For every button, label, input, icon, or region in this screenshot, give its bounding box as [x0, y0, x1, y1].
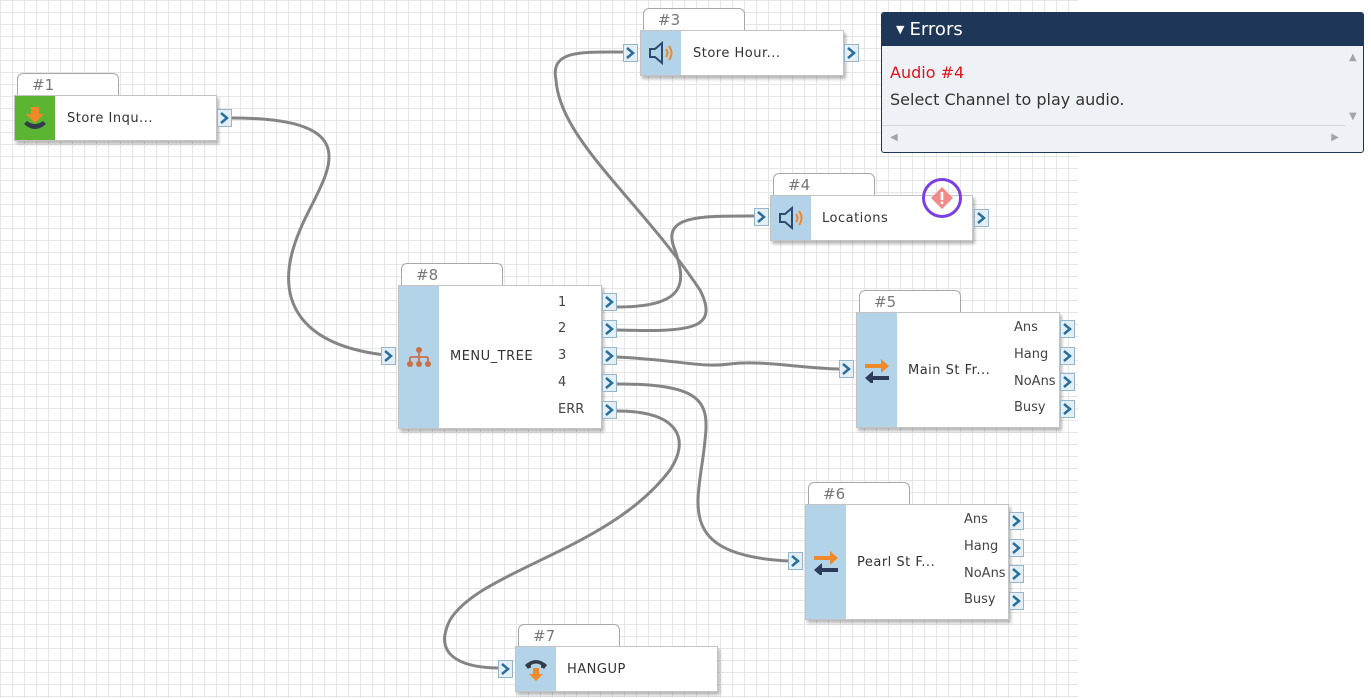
- node-6-output-port-noans[interactable]: [1009, 565, 1024, 583]
- node-6-output-port-hang[interactable]: [1009, 539, 1024, 557]
- vertical-scrollbar[interactable]: ▲ ▼: [1345, 46, 1363, 126]
- node-5-input-port[interactable]: [839, 360, 854, 378]
- hangup-icon: [516, 647, 556, 691]
- node-8-output-port-2[interactable]: [602, 320, 617, 338]
- node-3-tab: #3: [643, 8, 745, 30]
- scroll-down-icon[interactable]: ▼: [1349, 111, 1357, 122]
- warning-icon: [931, 187, 953, 209]
- error-item-title[interactable]: Audio #4: [890, 63, 965, 82]
- speaker-icon: [771, 196, 811, 240]
- node-8-output-port-1[interactable]: [602, 293, 617, 311]
- node-5-label: Main St Fr...: [908, 363, 991, 378]
- scroll-right-icon[interactable]: ▶: [1331, 132, 1339, 143]
- node-4-label: Locations: [822, 211, 889, 226]
- node-6-tab: #6: [808, 482, 910, 504]
- node-6-transfer[interactable]: Pearl St F... Ans Hang NoAns Busy: [805, 504, 1009, 620]
- node-7-tab: #7: [518, 624, 620, 646]
- node-4-tab: #4: [773, 173, 875, 195]
- node-5-output-label-hang: Hang: [1014, 347, 1049, 362]
- node-5-output-label-busy: Busy: [1014, 400, 1046, 415]
- node-8-output-port-4[interactable]: [602, 374, 617, 392]
- errors-panel-header[interactable]: ▼ Errors: [882, 13, 1363, 46]
- node-5-output-label-ans: Ans: [1014, 320, 1038, 335]
- node-4-output-port[interactable]: [974, 209, 989, 227]
- node-5-output-port-hang[interactable]: [1060, 347, 1075, 365]
- node-1-label: Store Inqu...: [67, 111, 153, 126]
- node-6-label: Pearl St F...: [857, 555, 936, 570]
- error-item-message: Select Channel to play audio.: [890, 90, 1125, 109]
- node-5-transfer[interactable]: Main St Fr... Ans Hang NoAns Busy: [856, 312, 1060, 428]
- node-4-input-port[interactable]: [754, 208, 769, 226]
- node-8-label: MENU_TREE: [450, 349, 534, 364]
- node-5-tab: #5: [859, 290, 961, 312]
- node-1-output-port[interactable]: [217, 109, 232, 127]
- node-8-output-label-err: ERR: [558, 402, 585, 417]
- node-8-output-label-4: 4: [558, 375, 567, 390]
- node-5-output-port-ans[interactable]: [1060, 320, 1075, 338]
- node-3-play-audio[interactable]: Store Hour...: [640, 30, 844, 76]
- node-6-output-port-busy[interactable]: [1009, 592, 1024, 610]
- node-7-hangup[interactable]: HANGUP: [515, 646, 718, 692]
- errors-panel-title: Errors: [909, 19, 963, 40]
- speaker-icon: [641, 31, 681, 75]
- transfer-icon: [857, 313, 897, 427]
- node-6-input-port[interactable]: [788, 552, 803, 570]
- horizontal-scrollbar[interactable]: ◀ ▶: [882, 125, 1345, 152]
- node-8-menu-tree[interactable]: MENU_TREE 1 2 3 4 ERR: [398, 285, 602, 429]
- node-8-output-label-1: 1: [558, 295, 567, 310]
- node-6-output-port-ans[interactable]: [1009, 512, 1024, 530]
- node-8-tab: #8: [401, 263, 503, 285]
- node-6-output-label-ans: Ans: [964, 512, 988, 527]
- node-3-label: Store Hour...: [693, 46, 781, 61]
- call-start-icon: [15, 96, 55, 140]
- errors-list: Audio #4 Select Channel to play audio.: [882, 46, 1345, 126]
- node-8-input-port[interactable]: [381, 347, 396, 365]
- node-5-output-port-busy[interactable]: [1060, 400, 1075, 418]
- node-1-tab: #1: [17, 73, 119, 95]
- warning-highlight[interactable]: [922, 178, 962, 218]
- node-7-label: HANGUP: [567, 662, 626, 677]
- errors-panel: ▼ Errors Audio #4 Select Channel to play…: [881, 12, 1364, 153]
- node-6-output-label-hang: Hang: [964, 539, 999, 554]
- node-7-input-port[interactable]: [498, 660, 513, 678]
- node-4-play-audio[interactable]: Locations: [770, 195, 973, 241]
- node-3-input-port[interactable]: [623, 44, 638, 62]
- caret-down-icon: ▼: [896, 23, 905, 36]
- menu-tree-icon: [399, 286, 439, 428]
- node-3-output-port[interactable]: [844, 44, 859, 62]
- node-8-output-label-3: 3: [558, 348, 567, 363]
- node-8-output-port-3[interactable]: [602, 347, 617, 365]
- node-6-output-label-noans: NoAns: [964, 566, 1006, 581]
- transfer-icon: [806, 505, 846, 619]
- node-8-output-port-err[interactable]: [602, 401, 617, 419]
- scroll-left-icon[interactable]: ◀: [890, 132, 898, 143]
- scroll-up-icon[interactable]: ▲: [1349, 52, 1357, 63]
- node-5-output-label-noans: NoAns: [1014, 374, 1056, 389]
- node-6-output-label-busy: Busy: [964, 592, 996, 607]
- node-8-output-label-2: 2: [558, 321, 567, 336]
- node-1-start[interactable]: Store Inqu...: [14, 95, 217, 141]
- node-5-output-port-noans[interactable]: [1060, 373, 1075, 391]
